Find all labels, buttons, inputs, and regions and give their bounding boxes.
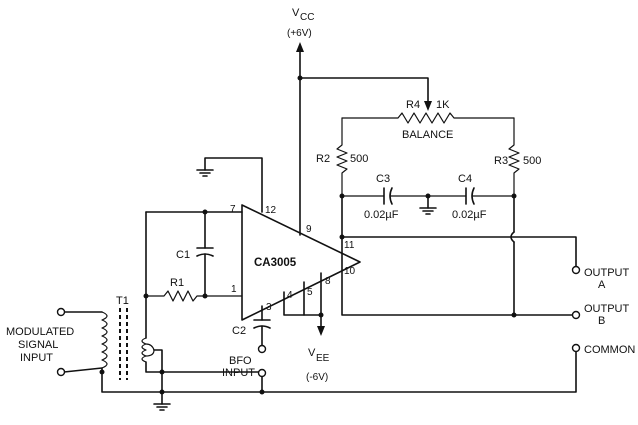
common-label: COMMON	[584, 344, 635, 356]
r4-label: R4	[406, 99, 420, 111]
wire-secondary-bottom	[145, 361, 263, 373]
pin-9: 9	[306, 224, 312, 235]
wire-input-bottom	[63, 367, 103, 373]
r4-value: 1K	[436, 99, 450, 111]
pin-8: 8	[325, 276, 331, 287]
pin-11: 11	[344, 240, 355, 251]
c3-label: C3	[376, 173, 390, 185]
vcc-value: (+6V)	[287, 28, 312, 39]
vcc-subscript: CC	[300, 12, 314, 23]
ic-label: CA3005	[254, 257, 297, 269]
pin-7: 7	[230, 204, 236, 215]
bfo-label-2: INPUT	[222, 367, 255, 379]
input-label-3: INPUT	[20, 352, 53, 364]
t1-primary-coil	[101, 311, 108, 369]
c4-value: 0.02µF	[452, 209, 487, 221]
ground-pin12-icon	[196, 169, 214, 177]
vee-label: V	[308, 347, 316, 359]
ic-triangle	[241, 204, 361, 321]
pin-1: 1	[231, 284, 237, 295]
input-label-1: MODULATED	[6, 326, 74, 338]
wire-common-bus	[101, 351, 577, 393]
pin-5: 5	[307, 287, 313, 298]
ground-center-icon	[419, 207, 437, 215]
input-terminal-top[interactable]	[56, 307, 66, 317]
wire-pin4-pin5	[283, 281, 305, 316]
pin-4: 4	[287, 290, 293, 301]
wire-vcc-wiper	[299, 77, 429, 104]
output-a-terminal[interactable]	[571, 265, 581, 275]
wire-tap-right	[153, 349, 163, 373]
resistor-r2	[336, 117, 348, 197]
input-label-2: SIGNAL	[18, 339, 58, 351]
output-terminals: OUTPUT A OUTPUT B COMMON	[571, 265, 635, 356]
junction-pin1	[202, 293, 208, 299]
c3-value: 0.02µF	[364, 209, 399, 221]
c4-label: C4	[458, 173, 472, 185]
bfo-terminal-top[interactable]	[257, 344, 267, 354]
input-network: 7 C1 R1 1 T1 MODULATED SIGNAL INPUT	[6, 204, 263, 380]
t1-label: T1	[116, 295, 129, 307]
vcc-arrow-icon	[296, 42, 304, 52]
c1-label: C1	[176, 249, 190, 261]
resistor-r3	[508, 117, 520, 197]
balance-network: R4 1K BALANCE R2 500 R3 500 C3 C4 0.02µF…	[316, 99, 577, 318]
r3-value: 500	[523, 155, 541, 167]
vee-arrow-icon	[317, 326, 325, 336]
t1-tap	[145, 343, 155, 357]
ground-main-icon	[153, 403, 171, 411]
r2-value: 500	[350, 153, 368, 165]
wire-output-a	[341, 236, 577, 267]
r1-label: R1	[170, 277, 184, 289]
balance-label: BALANCE	[402, 129, 453, 141]
output-b-label-1: OUTPUT	[584, 303, 630, 315]
bfo-terminal-bottom[interactable]	[257, 368, 267, 378]
output-b-label-2: B	[598, 315, 605, 327]
pin-12: 12	[265, 205, 277, 216]
ic-ca3005: CA3005	[241, 204, 361, 321]
wiper-arrow-icon	[424, 101, 432, 111]
vee-subscript: EE	[316, 353, 330, 364]
bfo-input-network: 3 C2 BFO INPUT	[222, 302, 272, 393]
wire-pin12-gnd	[204, 157, 263, 213]
pin-3: 3	[266, 302, 272, 313]
common-terminal[interactable]	[571, 343, 581, 353]
pin12-ground: 12	[196, 157, 277, 216]
resistor-r4	[341, 112, 515, 124]
vcc-label: V	[292, 7, 300, 19]
c2-label: C2	[232, 325, 246, 337]
t1-secondary-coil	[141, 337, 147, 363]
bfo-label-1: BFO	[229, 355, 252, 367]
output-a-label-1: OUTPUT	[584, 267, 630, 279]
r3-label: R3	[494, 155, 508, 167]
r2-label: R2	[316, 153, 330, 165]
vee-supply: 4 5 8 V EE (-6V)	[283, 272, 331, 383]
vee-value: (-6V)	[306, 372, 328, 383]
pin-10: 10	[344, 266, 356, 277]
input-terminal-bottom[interactable]	[56, 367, 66, 377]
output-b-terminal[interactable]	[571, 310, 581, 320]
output-a-label-2: A	[598, 279, 606, 291]
vcc-supply: V CC (+6V) 9	[287, 7, 432, 236]
resistor-r1	[145, 290, 243, 302]
